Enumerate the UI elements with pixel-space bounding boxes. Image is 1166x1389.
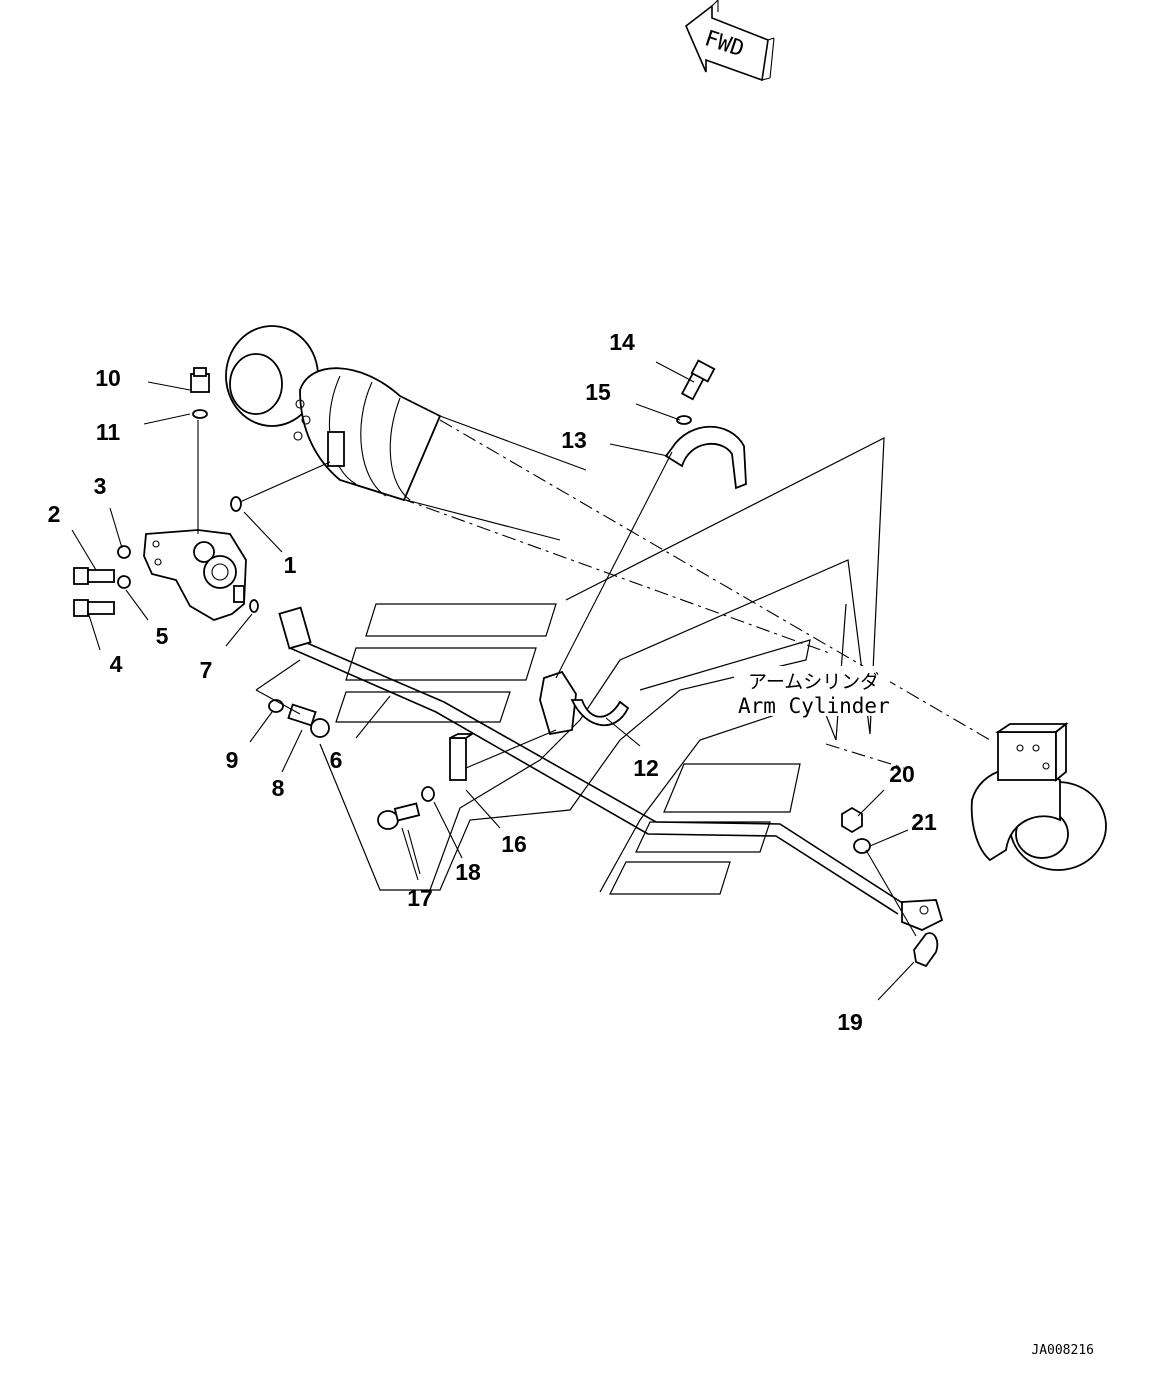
callout-14: 14	[609, 329, 635, 355]
fwd-arrow-icon: FWD	[685, 0, 775, 82]
part-shapes	[73, 359, 939, 968]
callout-18: 18	[455, 859, 481, 885]
callout-12: 12	[633, 755, 659, 781]
arm-cylinder-head	[225, 325, 587, 541]
cylinder-label-en: Arm Cylinder	[738, 694, 890, 718]
pipe-assembly	[278, 606, 944, 931]
fwd-label: FWD	[701, 26, 747, 62]
callout-numbers: 1 2 3 4 5 6 7 8 9 10 11 12 13 14 15 16 1…	[48, 329, 937, 1035]
callout-20: 20	[889, 761, 915, 787]
callout-6: 6	[330, 747, 343, 773]
callout-5: 5	[156, 623, 169, 649]
callout-16: 16	[501, 831, 527, 857]
callout-2: 2	[48, 501, 61, 527]
callout-9: 9	[226, 747, 239, 773]
drawing-code: JA008216	[1031, 1343, 1094, 1358]
arm-cylinder-rod-end	[970, 722, 1107, 871]
callout-19: 19	[837, 1009, 863, 1035]
callout-8: 8	[272, 775, 285, 801]
callout-7: 7	[200, 657, 213, 683]
callout-11: 11	[96, 419, 121, 445]
callout-1: 1	[284, 552, 297, 578]
leader-lines	[71, 361, 917, 1001]
callout-21: 21	[911, 809, 937, 835]
centerlines	[349, 419, 991, 769]
valve-block	[143, 529, 247, 621]
callout-3: 3	[94, 473, 107, 499]
background-watermark	[319, 436, 885, 895]
callout-4: 4	[110, 651, 123, 677]
callout-17: 17	[407, 885, 433, 911]
cylinder-label-jp: アームシリンダ	[748, 671, 879, 693]
callout-10: 10	[95, 365, 121, 391]
callout-15: 15	[585, 379, 611, 405]
callout-13: 13	[561, 427, 587, 453]
